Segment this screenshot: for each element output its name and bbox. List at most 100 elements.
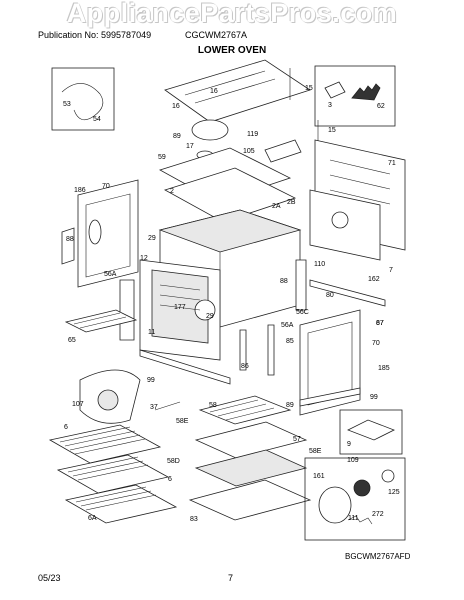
trim-99-part [299,387,361,407]
sensor-inset-frame [51,67,115,131]
rack-lower-wires [75,486,157,511]
ring-part [191,119,229,141]
rail-part [309,279,386,307]
bracket-105-part [264,139,302,163]
motor-ring-part [318,486,352,524]
callout-label: 54 [93,116,101,123]
callout-label: 58E [176,418,189,425]
inset-9-frame [339,409,403,455]
callout-label: 15 [305,85,313,92]
bracket-part [324,81,346,99]
rack-guides [159,284,201,311]
callout-label: 67 [376,320,384,327]
callout-label: 65 [68,337,76,344]
left-hinge-part [61,227,75,265]
publication-number: Publication No: 5995787049 [38,30,152,40]
front-opening [151,269,209,344]
callout-label: 15 [328,127,336,134]
left-panel-port [88,219,102,245]
callout-label: 16 [210,88,218,95]
callout-label: 70 [372,340,380,347]
oven-cavity-top [158,209,302,253]
callout-label: 6 [64,424,68,431]
callout-label: 37 [150,404,158,411]
right-side-panel-part [299,309,361,416]
callout-label: 70 [102,183,110,190]
callout-label: 89 [173,133,181,140]
callout-label: 185 [378,365,390,372]
top-shield-ribs [184,70,276,104]
broil-element-coils [73,312,127,329]
callout-label: 87 [376,320,384,327]
rear-panel-ribs [329,159,391,205]
sensor-wire-part [61,83,104,121]
callout-label: 161 [313,473,325,480]
callout-label: 99 [370,394,378,401]
callout-label: 6A [88,515,97,522]
callout-label: 6 [168,476,172,483]
callout-label: 162 [368,276,380,283]
top-shield-part [164,59,311,123]
model-number: CGCWM2767A [185,30,248,40]
callout-label: 58D [167,458,180,465]
left-side-panel-part [77,179,139,288]
callout-label: 107 [72,401,84,408]
callout-label: 58E [309,448,322,455]
callout-label: 80 [326,292,334,299]
rack-upper-wires [59,426,146,455]
insulation-top-part [163,167,297,223]
nut-272-part [381,469,395,483]
rack-lower-part [64,484,178,524]
fan-cover-part [194,299,216,321]
insulation-58d-part [194,449,308,487]
callout-label: 59 [158,154,166,161]
rack-middle-part [56,454,170,494]
side-bracket-part [295,259,307,311]
bake-cover-part [194,421,308,459]
callout-label: 2 [170,188,174,195]
motor-wires [347,515,373,525]
callout-label: 88 [280,278,288,285]
callout-label: 11 [148,329,155,336]
callout-label: 110 [314,261,325,268]
callout-label: 62 [377,103,385,110]
callout-label: 56C [296,309,309,316]
callout-label: 125 [388,489,400,496]
hinge-86-part [239,329,247,371]
watermark: AppliancePartsPros.com [66,0,398,28]
callout-label: 99 [147,377,155,384]
callout-label: 53 [63,101,71,108]
callout-label: 71 [388,160,396,167]
callout-label: 2A [272,203,281,210]
callout-label: 86 [241,363,249,370]
inset-9-part [347,419,395,441]
callout-label: 9 [347,441,351,448]
convection-opening [331,211,349,229]
screw-37-part [154,401,181,411]
callout-label: 3 [328,102,332,109]
callout-label: 186 [74,187,86,194]
callout-label: 111 [348,515,359,522]
bake-element-coils [209,399,275,421]
callout-label: 7 [389,267,393,274]
callout-label: 88 [66,236,74,243]
hinge-56a-part [119,279,135,341]
bake-element-part [198,395,292,425]
fan-blade-part [97,389,119,411]
callout-label: 85 [286,338,294,345]
rack-middle-wires [67,456,149,481]
callout-label: 177 [174,304,186,311]
broil-element-part [64,309,138,333]
bracket-inset-frame [314,65,396,127]
callout-label: 29 [148,235,156,242]
callout-label: 89 [286,402,294,409]
callout-labels: 53 54 16 16 15 3 62 89 17 119 15 105 59 … [63,85,400,523]
page-number: 7 [228,573,234,583]
hinge-56-part [267,324,275,376]
callout-label: 56A [281,322,294,329]
callout-label: 105 [243,148,255,155]
clip-strip-part [351,83,381,101]
diagram-code: BGCWM2767AFD [345,552,411,561]
callout-label: 56A [104,271,117,278]
